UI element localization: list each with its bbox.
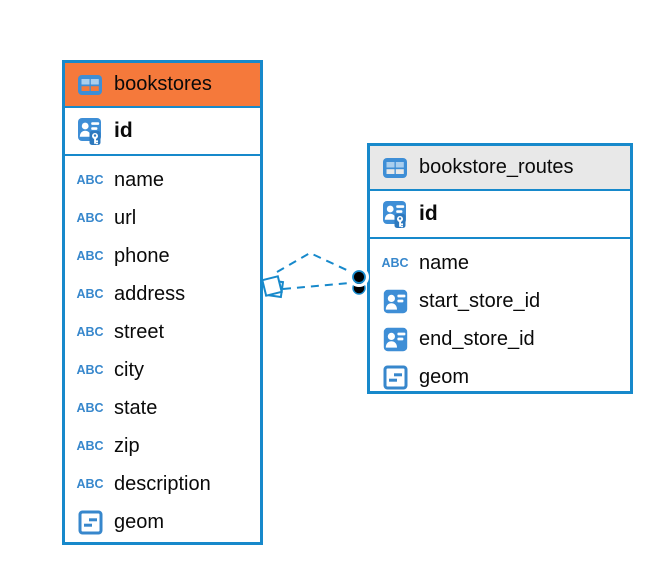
column-name: geom	[114, 510, 165, 533]
table-title: bookstores	[114, 73, 212, 95]
column-name: state	[114, 396, 158, 419]
text-abc-icon: ABC	[76, 477, 104, 491]
columns-section: ABC name start_store_id end_store_id geom	[370, 239, 630, 402]
column-name: address	[114, 282, 186, 305]
column-row-id[interactable]: id	[370, 193, 630, 235]
relationship-line-start-store[interactable]	[276, 251, 352, 273]
column-row-geom[interactable]: geom	[370, 358, 630, 396]
geometry-icon	[75, 510, 105, 535]
column-row-end_store_id[interactable]: end_store_id	[370, 320, 630, 358]
text-abc-icon: ABC	[76, 249, 104, 263]
column-name: zip	[114, 434, 140, 457]
column-name: description	[114, 472, 211, 495]
column-row-url[interactable]: ABC url	[65, 199, 260, 237]
column-name: city	[114, 358, 144, 381]
geometry-icon	[380, 365, 410, 390]
column-row-geom[interactable]: geom	[65, 503, 260, 541]
column-row-start_store_id[interactable]: start_store_id	[370, 282, 630, 320]
column-name: id	[419, 202, 438, 225]
column-name: name	[419, 251, 470, 274]
table-bookstore-routes[interactable]: bookstore_routes id ABC name start_store_…	[367, 143, 633, 394]
column-row-state[interactable]: ABC state	[65, 389, 260, 427]
column-name: start_store_id	[419, 289, 541, 312]
text-abc-icon: ABC	[76, 363, 104, 377]
text-abc-icon: ABC	[76, 287, 104, 301]
primary-key-icon	[75, 117, 105, 146]
column-name: street	[114, 320, 165, 343]
text-abc-icon: ABC	[76, 325, 104, 339]
column-row-zip[interactable]: ABC zip	[65, 427, 260, 465]
text-abc-icon: ABC	[381, 256, 409, 270]
column-name: id	[114, 119, 133, 142]
foreign-key-icon	[380, 327, 410, 352]
column-row-address[interactable]: ABC address	[65, 275, 260, 313]
relationship-connector[interactable]	[250, 245, 380, 307]
primary-key-section: id	[65, 108, 260, 156]
primary-key-section: id	[370, 191, 630, 239]
table-title: bookstore_routes	[419, 156, 574, 178]
column-row-id[interactable]: id	[65, 110, 260, 152]
column-row-description[interactable]: ABC description	[65, 465, 260, 503]
column-name: url	[114, 206, 137, 229]
column-row-name[interactable]: ABC name	[65, 161, 260, 199]
column-row-street[interactable]: ABC street	[65, 313, 260, 351]
column-name: name	[114, 168, 165, 191]
text-abc-icon: ABC	[76, 173, 104, 187]
table-bookstores-header[interactable]: bookstores	[65, 63, 260, 108]
text-abc-icon: ABC	[76, 439, 104, 453]
table-icon	[75, 73, 105, 97]
column-name: geom	[419, 365, 470, 388]
foreign-key-icon	[380, 289, 410, 314]
column-name: phone	[114, 244, 170, 267]
text-abc-icon: ABC	[76, 401, 104, 415]
table-bookstore-routes-header[interactable]: bookstore_routes	[370, 146, 630, 191]
relationship-line-end-store[interactable]	[282, 282, 351, 290]
relationship-source-marker[interactable]	[261, 275, 285, 299]
table-icon	[380, 156, 410, 180]
text-abc-icon: ABC	[76, 211, 104, 225]
column-name: end_store_id	[419, 327, 535, 350]
column-row-phone[interactable]: ABC phone	[65, 237, 260, 275]
column-row-city[interactable]: ABC city	[65, 351, 260, 389]
column-row-name[interactable]: ABC name	[370, 244, 630, 282]
relationship-target-marker[interactable]	[349, 267, 369, 295]
primary-key-icon	[380, 200, 410, 229]
